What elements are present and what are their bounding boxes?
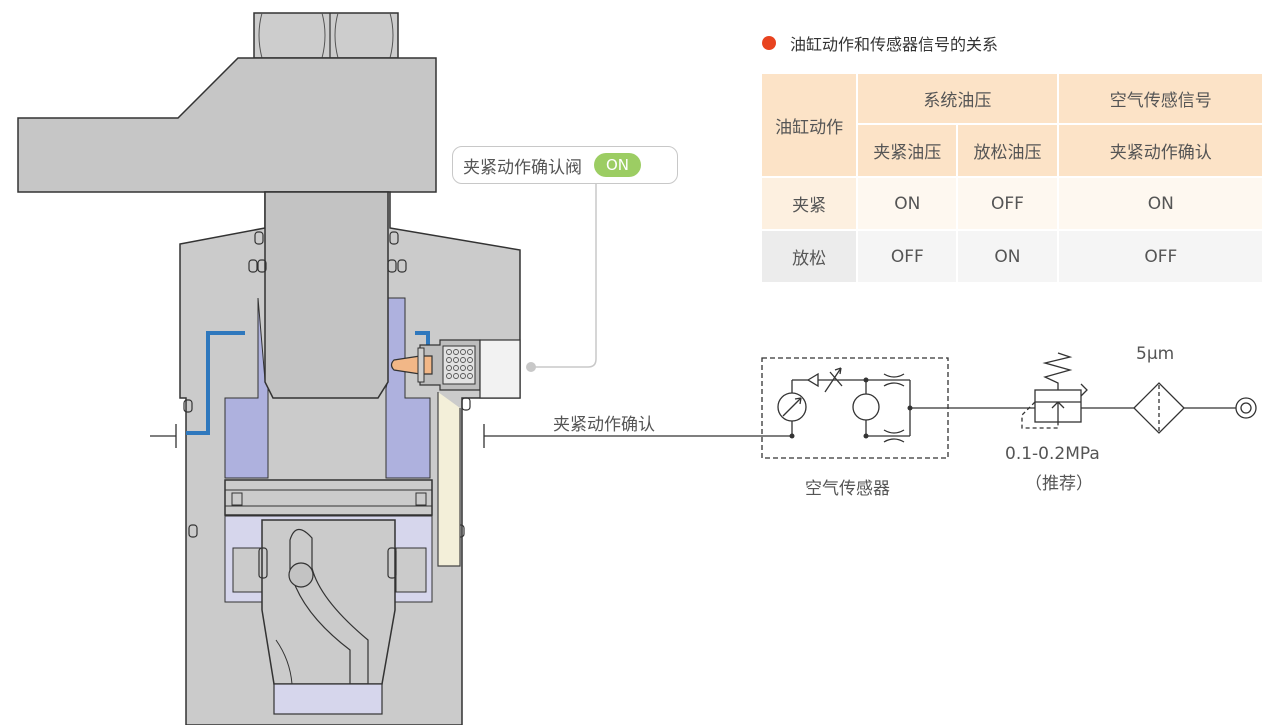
oil-passage-left (186, 331, 245, 435)
row-release-pressure: OFF (956, 176, 1059, 231)
cam-ball (288, 562, 314, 588)
row-release-pressure: ON (956, 229, 1059, 284)
table-title-text: 油缸动作和传感器信号的关系 (790, 35, 999, 54)
adjustable-restrictor-arrow (824, 367, 842, 393)
restrictor-bottom (883, 429, 905, 443)
relationship-table: 油缸动作 系统油压 空气传感信号 夹紧油压 放松油压 夹紧动作确认 夹紧 ON … (759, 72, 1262, 284)
row-air-signal: ON (1056, 176, 1262, 231)
confirm-line-label: 夹紧动作确认 (553, 415, 655, 435)
header-air-signal: 空气传感信号 (1056, 72, 1262, 125)
callout-leader (531, 184, 597, 368)
relationship-table-panel: 油缸动作和传感器信号的关系 油缸动作 系统油压 空气传感信号 夹紧油压 放松油压… (759, 28, 1262, 284)
header-action: 油缸动作 (759, 72, 859, 178)
flow-sensor-icon (852, 393, 880, 421)
cam-shaft (261, 519, 396, 685)
row-air-signal: OFF (1056, 229, 1262, 284)
regulator-spring (1042, 352, 1073, 390)
header-clamp-pressure: 夹紧油压 (856, 123, 959, 178)
air-passage (437, 392, 461, 567)
row-clamp-pressure: OFF (856, 229, 959, 284)
row-action: 夹紧 (759, 176, 859, 231)
status-badge: ON (594, 153, 642, 177)
table-title: 油缸动作和传感器信号的关系 (760, 28, 1262, 58)
clamp-arm (17, 57, 437, 193)
piston (224, 479, 433, 516)
header-clamp-confirm: 夹紧动作确认 (1056, 123, 1262, 178)
check-valve-icon (806, 372, 819, 388)
callout-label: 夹紧动作确认阀 (463, 157, 582, 178)
air-sensor-label: 空气传感器 (805, 479, 890, 499)
filter-label: 5μm (1136, 344, 1175, 364)
hex-nut (253, 12, 399, 59)
table-row: 放松 OFF ON OFF (759, 229, 1262, 284)
pressure-label: 0.1-0.2MPa (1005, 444, 1100, 464)
header-system-pressure: 系统油压 (856, 72, 1059, 125)
header-release-pressure: 放松油压 (956, 123, 1059, 178)
bullet-dot-icon (762, 36, 776, 50)
table-row: 夹紧 ON OFF ON (759, 176, 1262, 231)
valve-spring-pack (442, 345, 476, 385)
pneumatic-circuit (484, 352, 1257, 459)
air-source-icon (1235, 397, 1257, 419)
sensor-port (479, 339, 521, 399)
piston-rod (264, 191, 389, 399)
confirm-valve-callout: 夹紧动作确认阀 ON (452, 146, 678, 184)
callout-dot (526, 362, 536, 372)
recommended-label: （推荐） (1025, 474, 1093, 494)
row-clamp-pressure: ON (856, 176, 959, 231)
clamp-cylinder-section (17, 12, 597, 725)
restrictor-top (883, 373, 905, 387)
row-action: 放松 (759, 229, 859, 284)
